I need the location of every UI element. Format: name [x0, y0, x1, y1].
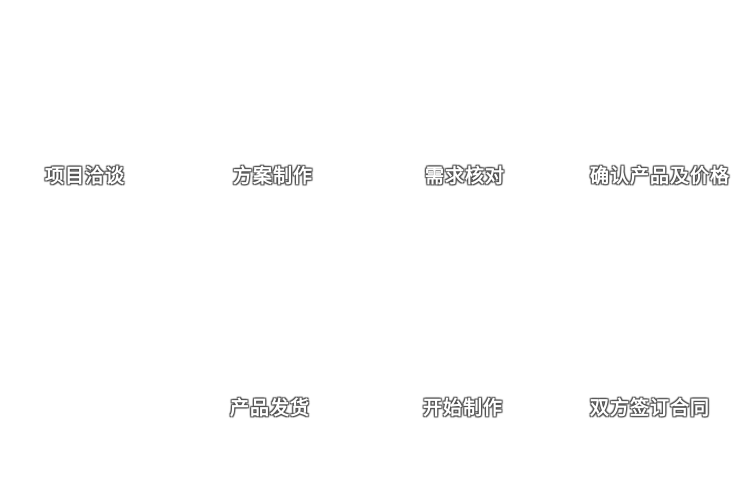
step-label-product-shipment: 产品发货 [230, 397, 311, 419]
step-label-start-production: 开始制作 [423, 397, 504, 419]
step-label-project-negotiation: 项目洽谈 [45, 165, 126, 187]
step-label-sign-contract: 双方签订合同 [590, 397, 711, 419]
step-label-confirm-product-price: 确认产品及价格 [590, 165, 731, 187]
step-label-plan-creation: 方案制作 [233, 165, 314, 187]
step-label-requirement-check: 需求核对 [425, 165, 506, 187]
